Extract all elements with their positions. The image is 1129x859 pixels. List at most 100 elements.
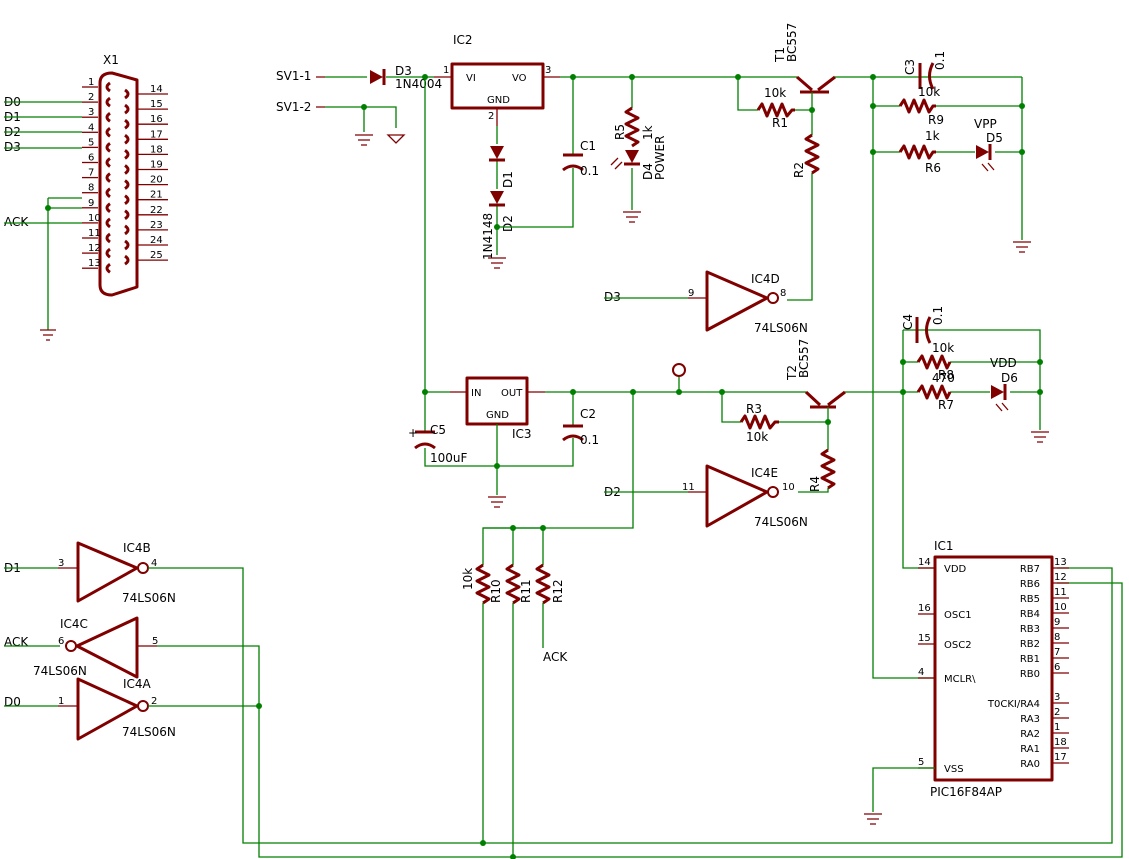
junction xyxy=(510,525,516,531)
t1-label: T1 xyxy=(773,47,787,63)
ic4a-signal: D0 xyxy=(4,695,21,709)
ic4a-bubble xyxy=(137,700,149,712)
junction xyxy=(1019,149,1025,155)
x1-pin-number: 3 xyxy=(88,107,94,118)
ic4b-out-num: 4 xyxy=(151,558,157,569)
d5-body xyxy=(976,145,989,159)
ic1-pin-label: RB3 xyxy=(1020,624,1040,635)
junction xyxy=(1037,359,1043,365)
ic1-pin-number: 8 xyxy=(1054,632,1060,643)
ic1-pin-number: 18 xyxy=(1054,737,1067,748)
ic1-pin-label: VDD xyxy=(944,564,967,575)
c2-label: C2 xyxy=(580,407,596,421)
x1-pin-number: 1 xyxy=(88,77,94,88)
r6-body xyxy=(898,144,936,160)
ic4d-in-num: 9 xyxy=(688,288,694,299)
ack-net-label: ACK xyxy=(543,650,568,664)
r3-label: R3 xyxy=(746,402,762,416)
d3-body xyxy=(370,70,383,84)
ic1-pin-label: RB6 xyxy=(1020,579,1040,590)
ground-symbol xyxy=(488,257,506,269)
ic1-label: IC1 xyxy=(934,539,954,553)
ic2-pins xyxy=(434,76,560,126)
x1-pin-number: 24 xyxy=(150,235,163,246)
ground-symbol xyxy=(1013,241,1031,253)
r5-body xyxy=(624,106,640,148)
t2-value: BC557 xyxy=(797,339,811,378)
ic1-pin-label: RB4 xyxy=(1020,609,1040,620)
x1-pin-number: 14 xyxy=(150,84,163,95)
x1-signal-d3: D3 xyxy=(4,140,21,154)
ground-symbol xyxy=(1031,431,1049,443)
ic4d-bubble xyxy=(767,292,779,304)
r9-value: 10k xyxy=(918,85,940,99)
ic4e-out-num: 10 xyxy=(782,482,795,493)
t2-emitter xyxy=(804,390,822,407)
mcu-ic1: IC1 PIC16F84AP 14VDD16OSC115OSC24MCLR\5V… xyxy=(864,539,1069,825)
r7-value: 470 xyxy=(932,371,955,385)
c5-plate-curved xyxy=(414,442,436,450)
ic1-pin-number: 15 xyxy=(918,633,931,644)
x1-pin-number: 19 xyxy=(150,160,163,171)
x1-pin-array: 1234567891011121314151617181920212223242… xyxy=(82,77,168,274)
r1-body xyxy=(756,102,795,118)
r8-label: R8 xyxy=(938,368,954,382)
ic1-pin-label: VSS xyxy=(944,764,964,775)
r5-label: R5 xyxy=(613,124,627,140)
c5-c2-wire xyxy=(424,392,574,467)
ic1-body xyxy=(933,555,1054,782)
vdd-network-wires xyxy=(902,329,1041,569)
c4-value: 0.1 xyxy=(931,306,945,325)
t2-label: T2 xyxy=(785,365,799,381)
ic1-pin-label: RB5 xyxy=(1020,594,1040,605)
junction xyxy=(809,107,815,113)
d3-value: 1N4004 xyxy=(395,77,442,91)
ic4c-triangle xyxy=(75,616,139,679)
inverter-ic4a: D0 1 2 IC4A 74LS06N xyxy=(4,677,262,741)
d6-light-rays xyxy=(995,402,1009,412)
x1-pin-number: 18 xyxy=(150,144,163,155)
x1-pin-number: 8 xyxy=(88,183,94,194)
ic4b-label: IC4B xyxy=(123,541,151,555)
ic1-pin-label: OSC1 xyxy=(944,610,972,621)
r2-label: R2 xyxy=(792,162,806,178)
x1-pin-number: 15 xyxy=(150,99,163,110)
ic1-pin-label: RB2 xyxy=(1020,639,1040,650)
vin-rail xyxy=(424,77,450,393)
d5-label: D5 xyxy=(986,131,1003,145)
x1-pin-number: 13 xyxy=(88,258,101,269)
ic1-pin-number: 5 xyxy=(918,757,924,768)
d1-label: D1 xyxy=(501,171,515,188)
d5-light-rays xyxy=(981,162,995,172)
ic2-pin3: 3 xyxy=(545,65,551,76)
ic1-pin-number: 17 xyxy=(1054,752,1067,763)
r8-body xyxy=(916,354,952,370)
x1-pin-number: 23 xyxy=(150,220,163,231)
ic4a-triangle xyxy=(76,677,139,741)
d1-body xyxy=(490,146,504,159)
ground-symbol xyxy=(488,496,506,508)
ic1-pin-number: 2 xyxy=(1054,707,1060,718)
ic4c-out-num: 6 xyxy=(58,636,64,647)
ic1-pin-number: 6 xyxy=(1054,662,1060,673)
x1-data-wires xyxy=(4,101,82,224)
testpoint-circle[interactable] xyxy=(672,363,686,377)
x1-shell xyxy=(98,71,139,297)
ic1-pin-number: 14 xyxy=(918,557,931,568)
x1-pin-number: 25 xyxy=(150,250,163,261)
c5-value: 100uF xyxy=(430,451,468,465)
x1-pin-number: 12 xyxy=(88,243,101,254)
x1-pin-number: 2 xyxy=(88,92,94,103)
r8-value: 10k xyxy=(932,341,954,355)
ic1-pin-label: OSC2 xyxy=(944,640,972,651)
d2-body xyxy=(490,191,504,204)
junction xyxy=(1037,389,1043,395)
x1-pin-number: 6 xyxy=(88,153,94,164)
ic4c-label: IC4C xyxy=(60,617,88,631)
connector-x1: X1 1234567891011121314151617181920212223… xyxy=(4,53,168,341)
ic2-label: IC2 xyxy=(453,33,473,47)
r9-body xyxy=(898,98,936,114)
sv2-wire xyxy=(325,106,397,128)
ic3-out: OUT xyxy=(501,388,523,399)
